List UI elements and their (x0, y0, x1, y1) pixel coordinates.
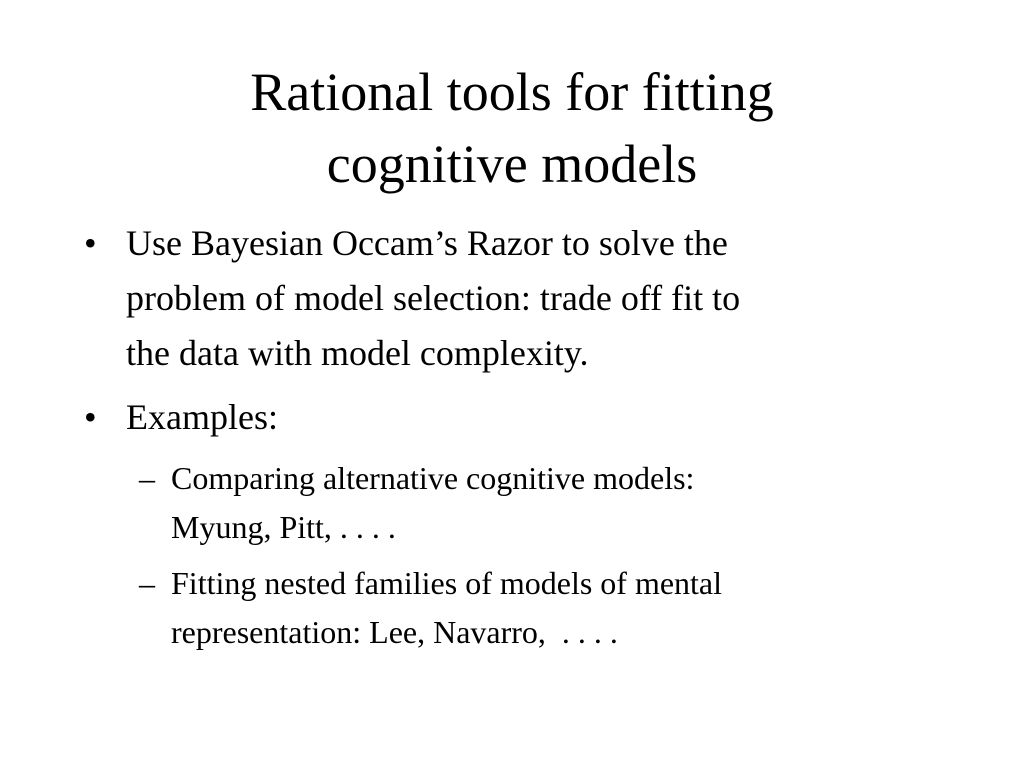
sub-bullet-line: representation: Lee, Navarro, . . . . (171, 614, 618, 650)
sub-bullet-line: Fitting nested families of models of men… (171, 565, 723, 601)
bullet-item-examples: • Examples: (84, 390, 964, 445)
bullet-item-bayesian-occam: • Use Bayesian Occam’s Razor to solve th… (84, 216, 964, 381)
bullet-line: the data with model complexity. (126, 333, 589, 373)
bullet-list: • Use Bayesian Occam’s Razor to solve th… (84, 216, 964, 664)
sub-bullet-line: Comparing alternative cognitive models: (171, 460, 695, 496)
dash-marker: – (139, 460, 155, 496)
sub-item-fitting-nested: – Fitting nested families of models of m… (139, 559, 964, 657)
dash-marker: – (139, 565, 155, 601)
sub-bullet-list: – Comparing alternative cognitive models… (84, 454, 964, 657)
bullet-marker: • (84, 397, 97, 437)
sub-list-container: – Comparing alternative cognitive models… (84, 454, 964, 657)
title-line-1: Rational tools for fitting (250, 62, 774, 122)
title-line-2: cognitive models (326, 134, 698, 194)
bullet-line: Use Bayesian Occam’s Razor to solve the (126, 223, 728, 263)
sub-bullet-line: Myung, Pitt, . . . . (171, 509, 396, 545)
bullet-line: problem of model selection: trade off fi… (126, 278, 741, 318)
bullet-line: Examples: (126, 397, 278, 437)
slide-title: Rational tools for fitting cognitive mod… (112, 56, 912, 200)
sub-item-comparing-models: – Comparing alternative cognitive models… (139, 454, 964, 552)
bullet-marker: • (84, 223, 97, 263)
